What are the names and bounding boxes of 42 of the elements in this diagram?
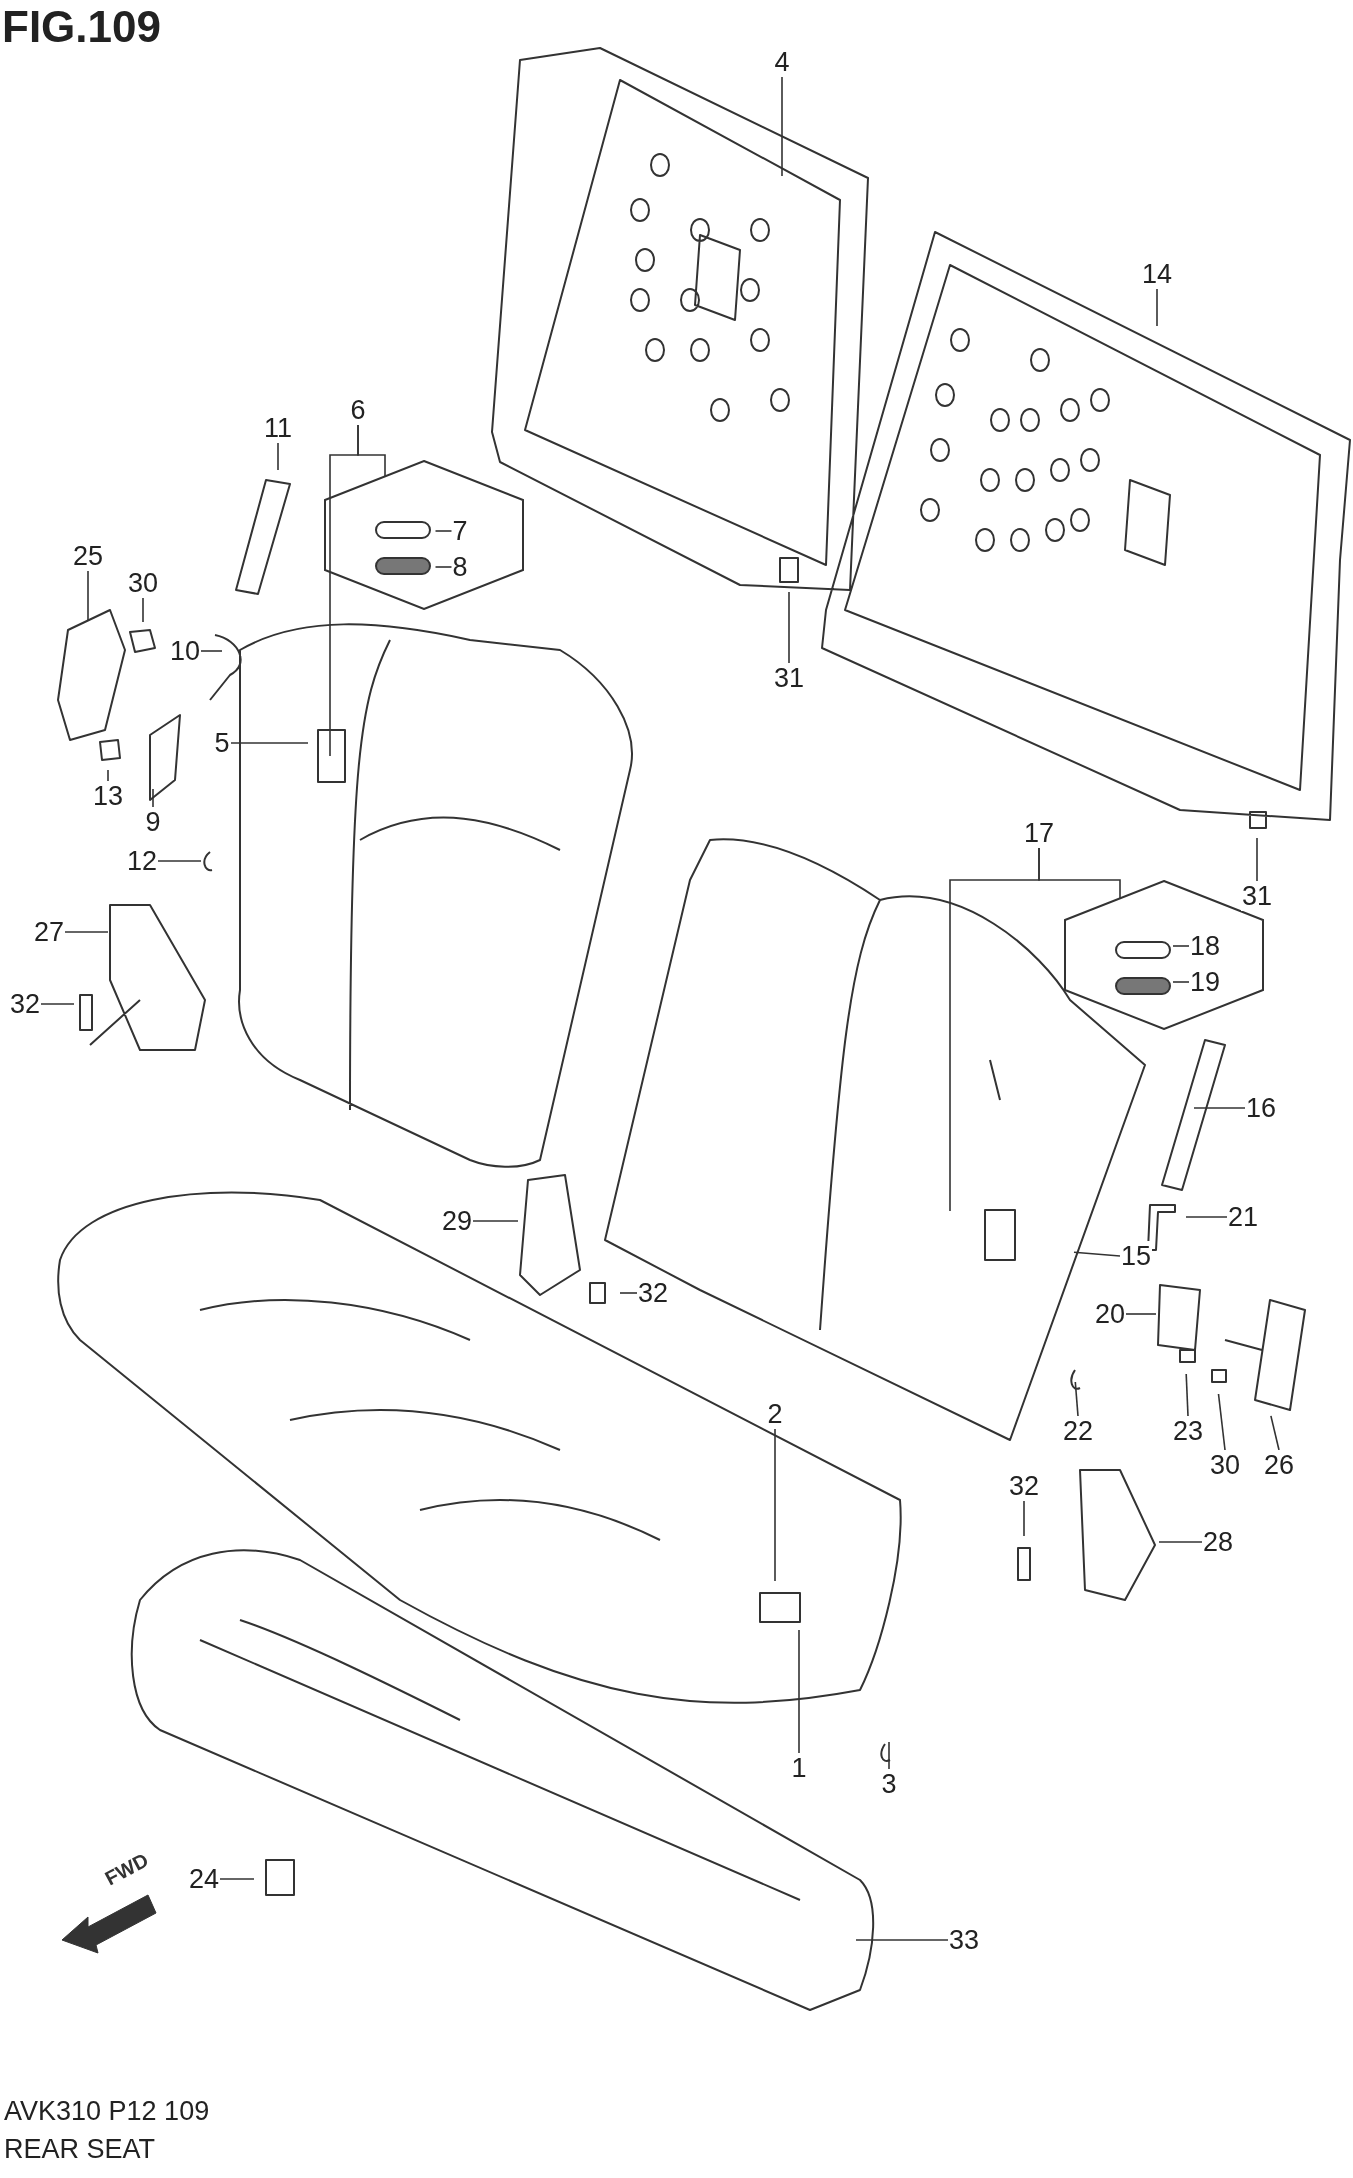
leader-line xyxy=(434,530,453,532)
leader-line xyxy=(855,1939,949,1941)
leader-line xyxy=(949,847,1040,1212)
leader-line xyxy=(619,1292,638,1294)
leader-line xyxy=(107,769,109,782)
leader-line xyxy=(1193,1107,1246,1109)
leader-line xyxy=(1125,1313,1157,1315)
leader-line xyxy=(1158,1541,1203,1543)
figure-caption: REAR SEAT xyxy=(4,2134,156,2165)
leader-line xyxy=(329,424,359,757)
figure-title: FIG.109 xyxy=(2,2,161,52)
leader-line xyxy=(1023,1500,1025,1537)
leader-line xyxy=(1074,1381,1079,1417)
leader-line xyxy=(157,860,202,862)
leader-line xyxy=(40,1003,75,1005)
leader-line xyxy=(277,442,279,471)
leader-line xyxy=(1073,1251,1121,1257)
leader-line xyxy=(1185,1216,1228,1218)
leader-line xyxy=(152,788,154,808)
leader-line xyxy=(64,931,109,933)
leader-line xyxy=(1185,1373,1189,1417)
leader-line xyxy=(219,1878,255,1880)
drawing-code: AVK310 P12 109 xyxy=(4,2096,210,2127)
leader-line xyxy=(1156,288,1158,327)
leader-line xyxy=(1172,945,1190,947)
leader-line xyxy=(788,591,790,664)
leader-line xyxy=(229,742,309,744)
leader-line xyxy=(774,1428,776,1582)
leader-line xyxy=(1217,1393,1226,1451)
direction-label: FWD xyxy=(101,1848,153,1891)
leader-line xyxy=(200,650,223,652)
leader-line xyxy=(798,1629,800,1754)
leader-line xyxy=(1256,837,1258,882)
leader-line xyxy=(888,1741,890,1770)
leader-line xyxy=(434,566,453,568)
leader-line xyxy=(1172,981,1190,983)
leader-line xyxy=(1270,1415,1280,1451)
leader-line xyxy=(781,76,783,177)
leader-line xyxy=(472,1220,519,1222)
leader-line xyxy=(87,570,89,622)
hexagon-outline xyxy=(324,460,524,610)
leader-line xyxy=(142,597,144,623)
